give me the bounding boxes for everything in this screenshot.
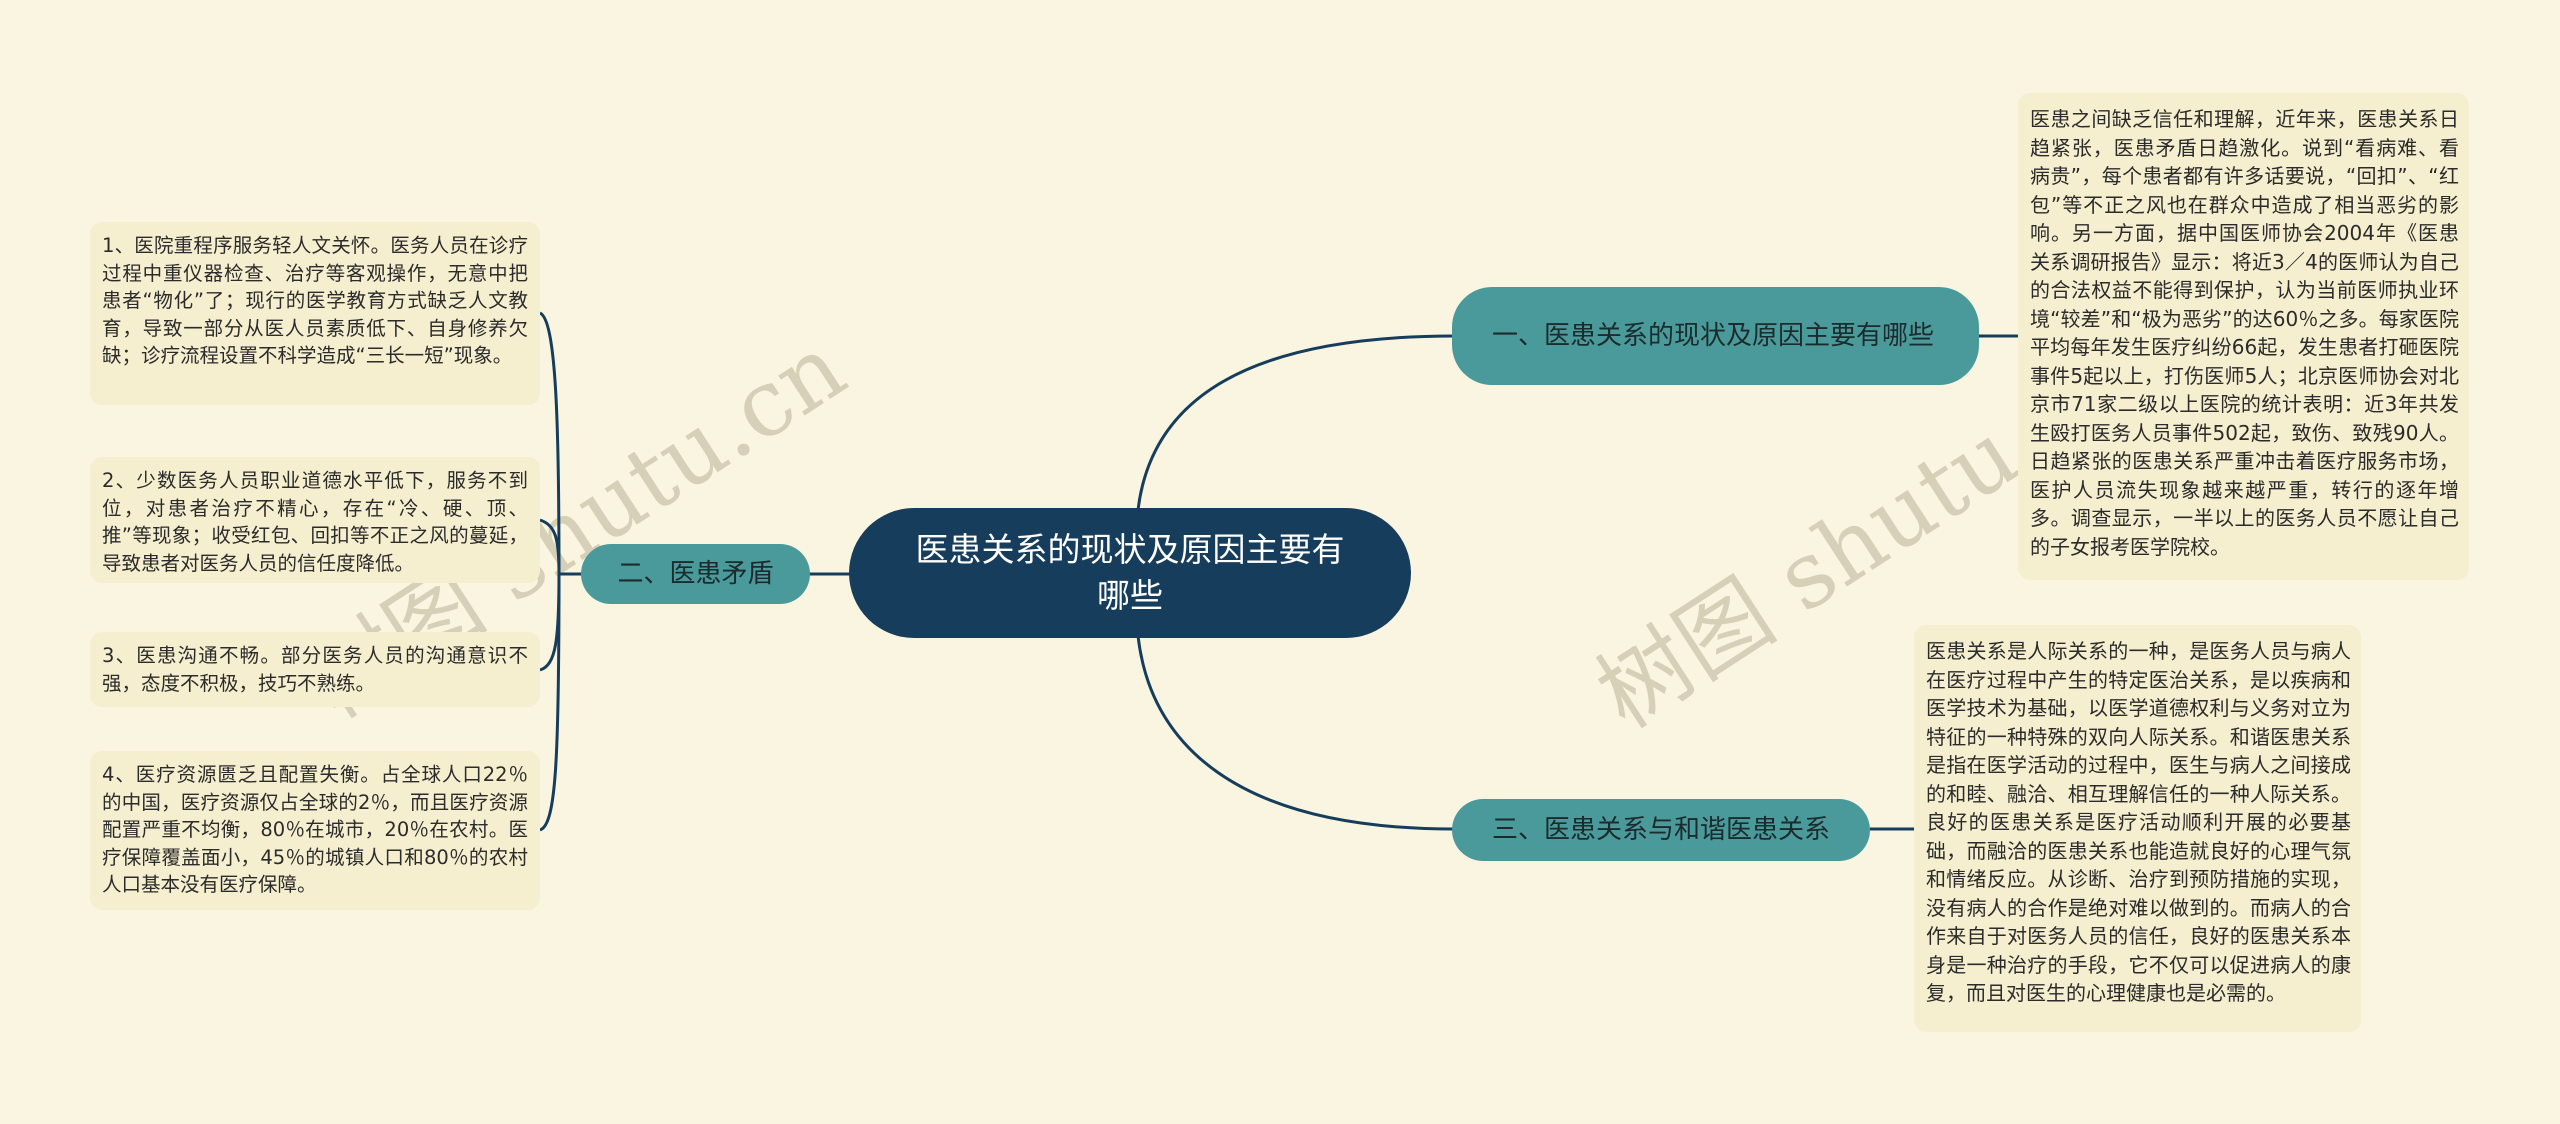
leaf-text: 3、医患沟通不畅。部分医务人员的沟通意识不强，态度不积极，技巧不熟练。 — [102, 644, 528, 695]
branch-node-conflicts[interactable]: 二、医患矛盾 — [581, 544, 810, 604]
link-center-branch1 — [1136, 334, 1455, 511]
leaf-note-harmony[interactable]: 医患关系是人际关系的一种，是医务人员与病人在医疗过程中产生的特定医治关系，是以疾… — [1914, 625, 2361, 1032]
leaf-note-4[interactable]: 4、医疗资源匮乏且配置失衡。占全球人口22％的中国，医疗资源仅占全球的2％，而且… — [90, 751, 540, 910]
leaf-text: 医患之间缺乏信任和理解，近年来，医患关系日趋紧张，医患矛盾日趋激化。说到“看病难… — [2030, 107, 2459, 559]
branch-label: 一、医患关系的现状及原因主要有哪些 — [1492, 321, 1935, 351]
link-leaf3 — [539, 573, 561, 672]
leaf-note-status[interactable]: 医患之间缺乏信任和理解，近年来，医患关系日趋紧张，医患矛盾日趋激化。说到“看病难… — [2018, 93, 2469, 580]
link-leaf1 — [539, 311, 561, 575]
branch-node-harmonious-relations[interactable]: 三、医患关系与和谐医患关系 — [1452, 799, 1870, 861]
leaf-text: 4、医疗资源匮乏且配置失衡。占全球人口22％的中国，医疗资源仅占全球的2％，而且… — [102, 763, 528, 896]
leaf-note-1[interactable]: 1、医院重程序服务轻人文关怀。医务人员在诊疗过程中重仪器检查、治疗等客观操作，无… — [90, 222, 540, 405]
leaf-text: 医患关系是人际关系的一种，是医务人员与病人在医疗过程中产生的特定医治关系，是以疾… — [1926, 639, 2351, 1005]
leaf-text: 1、医院重程序服务轻人文关怀。医务人员在诊疗过程中重仪器检查、治疗等客观操作，无… — [102, 234, 528, 367]
leaf-note-3[interactable]: 3、医患沟通不畅。部分医务人员的沟通意识不强，态度不积极，技巧不熟练。 — [90, 632, 540, 707]
branch-label: 三、医患关系与和谐医患关系 — [1491, 815, 1830, 845]
link-center-branch3 — [1136, 635, 1455, 831]
central-topic[interactable]: 医患关系的现状及原因主要有哪些 — [849, 508, 1411, 638]
branch-node-status-and-causes[interactable]: 一、医患关系的现状及原因主要有哪些 — [1452, 287, 1979, 385]
link-leaf4 — [539, 573, 561, 832]
central-topic-text: 医患关系的现状及原因主要有哪些 — [915, 530, 1345, 615]
leaf-text: 2、少数医务人员职业道德水平低下，服务不到位，对患者治疗不精心，存在“冷、硬、顶… — [102, 469, 528, 575]
link-leaf2 — [539, 518, 561, 575]
leaf-note-2[interactable]: 2、少数医务人员职业道德水平低下，服务不到位，对患者治疗不精心，存在“冷、硬、顶… — [90, 457, 540, 583]
branch-label: 二、医患矛盾 — [617, 559, 774, 589]
